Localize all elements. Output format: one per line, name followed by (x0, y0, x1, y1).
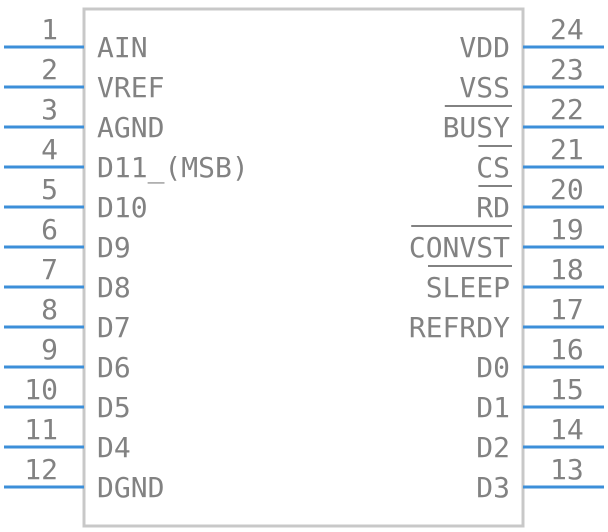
pin-7: 7D8 (4, 253, 131, 304)
pin-8: 8D7 (4, 293, 131, 344)
pin-name: DGND (97, 471, 164, 504)
pin-number: 14 (550, 413, 584, 446)
pin-name: D2 (476, 431, 510, 464)
ic-body (82, 7, 525, 528)
pin-number: 1 (41, 13, 58, 46)
pin-6: 6D9 (4, 213, 131, 264)
pin-number: 24 (550, 13, 584, 46)
pin-number: 20 (550, 173, 584, 206)
pin-number: 15 (550, 373, 584, 406)
pin-number: 6 (41, 213, 58, 246)
pin-name: D11_(MSB) (97, 151, 249, 185)
pin-number: 8 (41, 293, 58, 326)
pin-name: D7 (97, 311, 131, 344)
pin-name: D8 (97, 271, 131, 304)
pin-number: 5 (41, 173, 58, 206)
pin-name: CS (476, 151, 510, 184)
pin-name: D3 (476, 471, 510, 504)
pin-name: D1 (476, 391, 510, 424)
pin-number: 17 (550, 293, 584, 326)
pin-name: VSS (459, 71, 510, 104)
pin-name: D10 (97, 191, 148, 224)
right-pin-group: 24VDD23VSS22BUSY21CS20RD19CONVST18SLEEP1… (409, 13, 604, 504)
pin-number: 2 (41, 53, 58, 86)
pin-name: AGND (97, 111, 164, 144)
pin-name: D9 (97, 231, 131, 264)
pin-number: 19 (550, 213, 584, 246)
pin-number: 9 (41, 333, 58, 366)
pin-name: D0 (476, 351, 510, 384)
pin-number: 16 (550, 333, 584, 366)
pin-name: CONVST (409, 231, 510, 264)
pin-number: 3 (41, 93, 58, 126)
pin-number: 4 (41, 133, 58, 166)
pin-number: 13 (550, 453, 584, 486)
pin-number: 7 (41, 253, 58, 286)
left-pin-group: 1AIN2VREF3AGND4D11_(MSB)5D106D97D88D79D6… (4, 13, 249, 504)
pin-number: 22 (550, 93, 584, 126)
pin-name: D5 (97, 391, 131, 424)
pin-name: D6 (97, 351, 131, 384)
pin-name: REFRDY (409, 311, 510, 344)
pin-number: 21 (550, 133, 584, 166)
pin-number: 11 (24, 413, 58, 446)
pin-name: SLEEP (426, 271, 510, 304)
pin-name: D4 (97, 431, 131, 464)
pin-number: 10 (24, 373, 58, 406)
pin-name: VREF (97, 71, 164, 104)
pin-number: 23 (550, 53, 584, 86)
pin-number: 18 (550, 253, 584, 286)
pin-number: 12 (24, 453, 58, 486)
pin-name: RD (476, 191, 510, 224)
pin-name: AIN (97, 31, 148, 64)
pin-name: BUSY (443, 111, 511, 144)
pin-name: VDD (459, 31, 510, 64)
pin-9: 9D6 (4, 333, 131, 384)
